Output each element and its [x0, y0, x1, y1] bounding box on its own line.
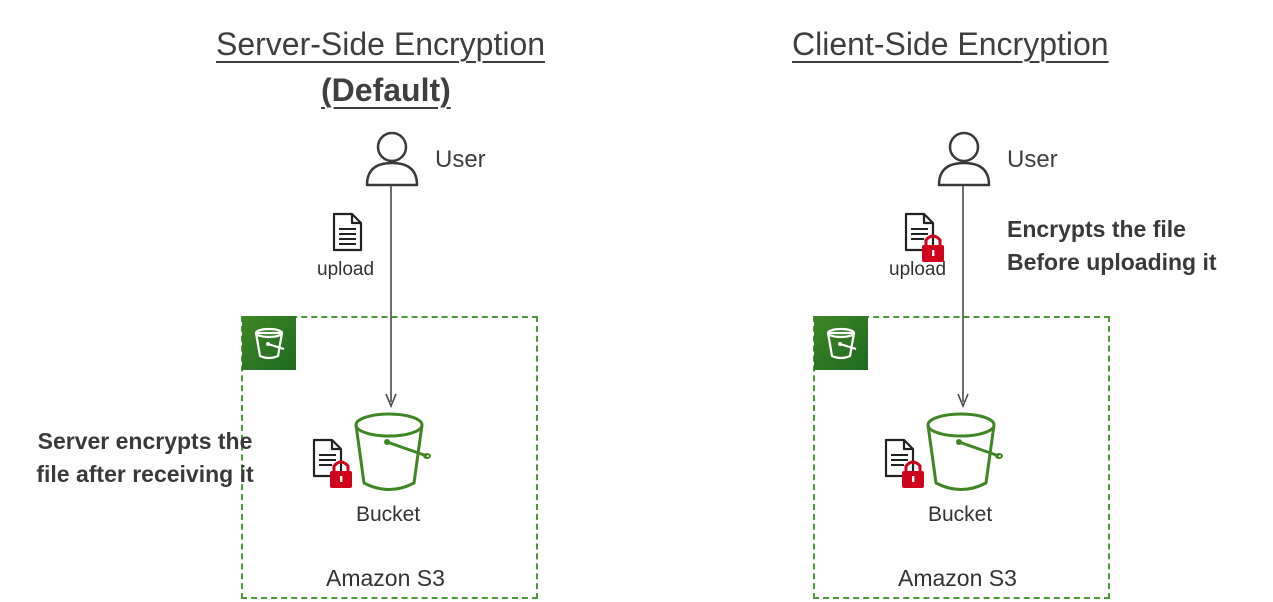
s3-bucket-icon — [926, 412, 1003, 491]
note-line-2: file after receiving it — [36, 461, 254, 487]
upload-label: upload — [889, 259, 947, 280]
server-encrypts-note: Server encrypts the file after receiving… — [22, 425, 268, 491]
default-subtitle: (Default) — [321, 72, 451, 108]
bucket-label: Bucket — [928, 503, 993, 526]
user-icon — [937, 131, 991, 187]
encrypted-document-icon — [884, 438, 924, 488]
document-icon — [332, 212, 363, 252]
encrypted-document-icon — [312, 438, 352, 488]
note-line-1: Encrypts the file — [1007, 216, 1186, 242]
upload-label: upload — [317, 259, 375, 280]
lock-icon — [902, 460, 924, 488]
user-label: User — [1007, 146, 1058, 173]
amazon-s3-label: Amazon S3 — [898, 565, 1017, 591]
note-line-2: Before uploading it — [1007, 249, 1217, 275]
upload-arrow — [957, 186, 969, 409]
amazon-s3-container — [241, 316, 538, 599]
upload-arrow — [385, 186, 397, 409]
lock-icon — [330, 460, 352, 488]
s3-bucket-icon — [354, 412, 431, 491]
lock-icon — [922, 234, 944, 262]
server-side-encryption-title: Server-Side Encryption — [216, 26, 546, 62]
amazon-s3-service-icon — [242, 316, 296, 370]
user-icon — [365, 131, 419, 187]
encrypted-document-icon — [904, 212, 944, 262]
amazon-s3-service-icon — [814, 316, 868, 370]
client-encrypts-note: Encrypts the file Before uploading it — [1007, 213, 1217, 279]
note-line-1: Server encrypts the — [37, 428, 253, 454]
amazon-s3-label: Amazon S3 — [326, 565, 445, 591]
user-label: User — [435, 146, 486, 173]
client-side-encryption-title: Client-Side Encryption — [792, 26, 1109, 62]
amazon-s3-container — [813, 316, 1110, 599]
bucket-label: Bucket — [356, 503, 421, 526]
